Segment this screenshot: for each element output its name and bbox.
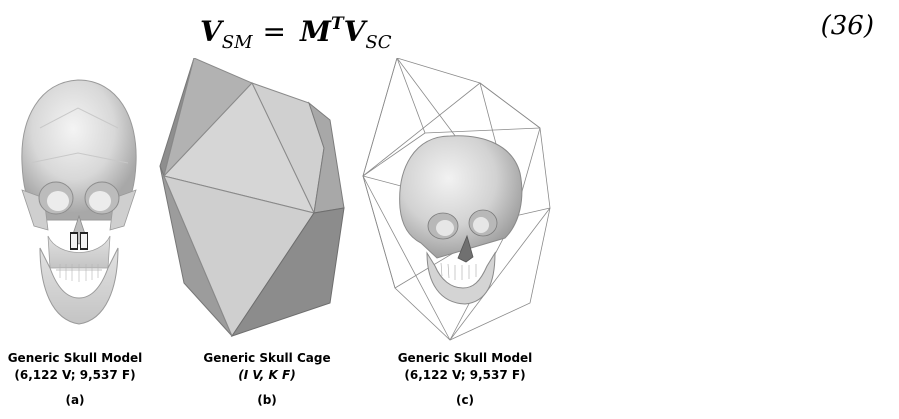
equation-transpose-superscript: T bbox=[331, 14, 344, 34]
figure-a-caption: Generic Skull Model (6,122 V; 9,537 F) (… bbox=[0, 350, 150, 409]
figure-a-title: Generic Skull Model bbox=[0, 350, 150, 367]
figure-b-title: Generic Skull Cage bbox=[192, 350, 342, 367]
equation-rhs: V bbox=[344, 15, 366, 48]
figure-a-label: (a) bbox=[0, 392, 150, 409]
figure-c-stats: (6,122 V; 9,537 F) bbox=[390, 367, 540, 384]
figure-c-label: (c) bbox=[390, 392, 540, 409]
figure-b-caption: Generic Skull Cage (I V, K F) (b) bbox=[192, 350, 342, 409]
equation-lhs: V bbox=[200, 15, 222, 48]
cranium-shape bbox=[400, 136, 522, 258]
equation: VSM=MTVSC bbox=[200, 4, 391, 44]
equation-matrix: M bbox=[300, 15, 331, 48]
figure-c-title: Generic Skull Model bbox=[390, 350, 540, 367]
figure-b-stats: (I V, K F) bbox=[192, 367, 342, 384]
equation-rhs-subscript: SC bbox=[365, 32, 391, 53]
equation-equals: = bbox=[253, 15, 300, 48]
equation-lhs-subscript: SM bbox=[222, 32, 253, 53]
figure-a-stats: (6,122 V; 9,537 F) bbox=[0, 367, 150, 384]
equation-number: (36) bbox=[821, 6, 874, 46]
figure-b-label: (b) bbox=[192, 392, 342, 409]
figure-c-caption: Generic Skull Model (6,122 V; 9,537 F) (… bbox=[390, 350, 540, 409]
mandible bbox=[427, 253, 495, 304]
